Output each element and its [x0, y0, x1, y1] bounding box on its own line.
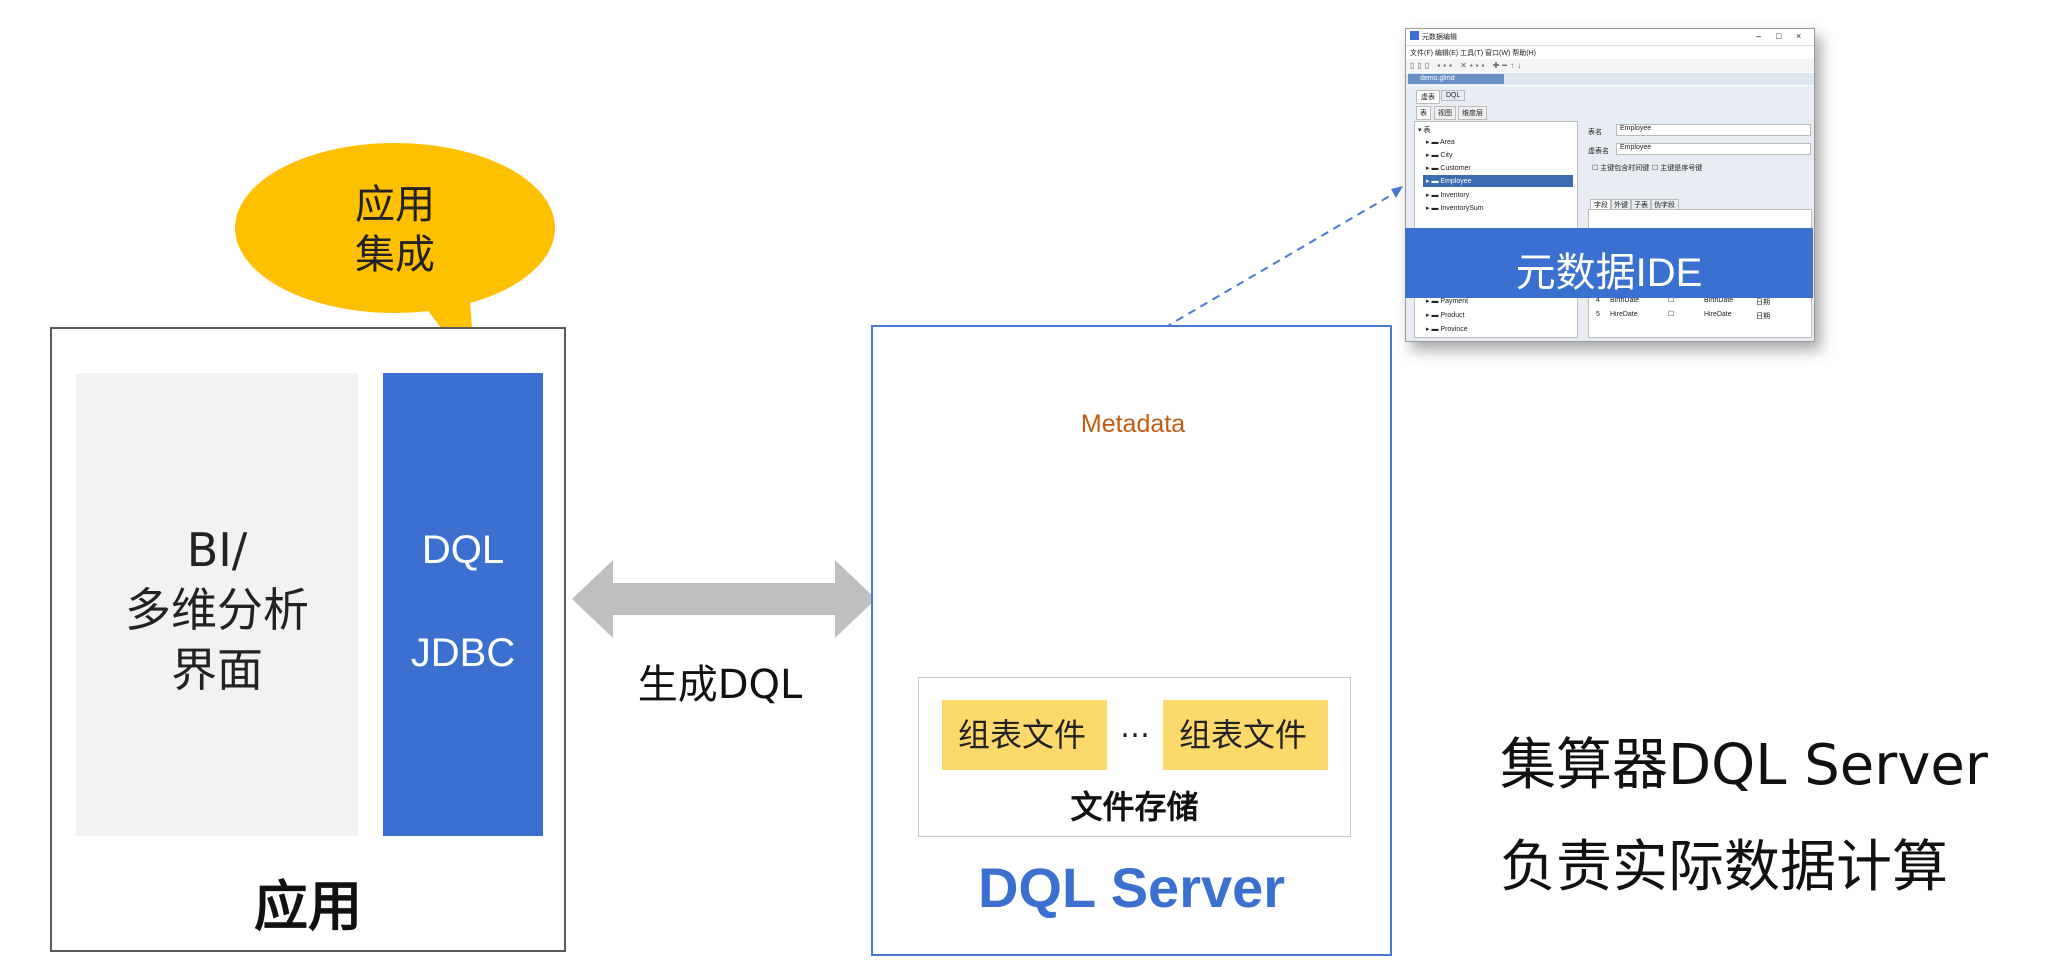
- tree-item[interactable]: ▸ ▬ Customer: [1426, 165, 1471, 172]
- toolbar-icons[interactable]: ▯▯▯ ▪▪▪ ✕▪▪▪ ✚━↑↓: [1410, 61, 1525, 70]
- tab-virtual-table[interactable]: 虚表: [1416, 90, 1440, 104]
- tree-item[interactable]: ▸ ▬ Product: [1426, 312, 1465, 319]
- tree-item-label: InventorySum: [1440, 205, 1484, 212]
- bi-line-1: BI/: [186, 523, 248, 577]
- ide-banner: [1405, 228, 1813, 298]
- grid-row-field[interactable]: HireDate: [1610, 311, 1638, 318]
- checkbox-label: 主键是序号键: [1660, 165, 1703, 172]
- subtab-dimension[interactable]: 维度层: [1458, 106, 1487, 120]
- jdbc-panel: [383, 373, 543, 836]
- tree-item[interactable]: ▸ ▬ Inventory: [1426, 192, 1470, 199]
- close-icon[interactable]: ×: [1796, 31, 1802, 41]
- tree-item-label: Employee: [1440, 178, 1472, 185]
- grid-row-name[interactable]: BirthDate: [1704, 297, 1734, 304]
- bi-panel: [76, 373, 358, 836]
- grid-row-num: 5: [1596, 311, 1600, 318]
- grid-row-type[interactable]: 日期: [1756, 313, 1770, 320]
- tree-item-label: Product: [1440, 312, 1465, 319]
- tree-item-label: Payment: [1440, 298, 1469, 305]
- tree-item-selected[interactable]: ▸ ▬ Employee: [1426, 178, 1472, 185]
- table-file-note: [1163, 700, 1328, 770]
- file-tab[interactable]: [1408, 74, 1504, 84]
- dashed-link-arrow: [1136, 186, 1403, 345]
- tree-item-label: City: [1440, 152, 1453, 159]
- table-file-label: 组表文件: [1178, 716, 1307, 754]
- subtab-view[interactable]: 视图: [1434, 106, 1456, 120]
- description-line-1: 集算器DQL Server: [1500, 733, 1988, 798]
- tab-dql[interactable]: DQL: [1441, 90, 1466, 101]
- ellipsis: …: [1120, 710, 1150, 745]
- metadata-label: Metadata: [1080, 410, 1186, 438]
- description-line-2: 负责实际数据计算: [1500, 835, 1948, 900]
- tree-item[interactable]: ▸ ▬ Payment: [1426, 298, 1469, 305]
- tree-item-label: Province: [1440, 326, 1468, 333]
- grid-row-name[interactable]: HireDate: [1704, 311, 1732, 318]
- tree-item-label: Inventory: [1440, 192, 1470, 199]
- jdbc-panel-dql: DQL: [421, 528, 505, 572]
- checkbox-time-key[interactable]: ☐ 主键包含时间键: [1592, 165, 1650, 172]
- jdbc-panel-jdbc: JDBC: [410, 631, 516, 675]
- tree-selection: [1423, 175, 1573, 187]
- ide-toolbar[interactable]: ▯▯▯ ▪▪▪ ✕▪▪▪ ✚━↑↓: [1406, 59, 1814, 72]
- bi-line-3: 界面: [171, 643, 263, 697]
- app-icon: [1410, 31, 1419, 40]
- tree-item-label: Area: [1440, 139, 1455, 146]
- table-name-label: 表名: [1588, 129, 1602, 136]
- ide-file-tabbar: demo.glmd: [1406, 73, 1814, 85]
- tree-item[interactable]: ▸ ▬ Province: [1426, 326, 1468, 333]
- dql-server-box: [871, 325, 1392, 956]
- virtual-name-label: 虚表名: [1588, 148, 1609, 155]
- tree-item[interactable]: ▸ ▬ InventorySum: [1426, 205, 1484, 212]
- tree-item[interactable]: ▸ ▬ Area: [1426, 139, 1455, 146]
- bubble-line-2: 集成: [355, 232, 435, 278]
- table-name-input[interactable]: Employee: [1616, 124, 1811, 136]
- grid-row-type[interactable]: 日期: [1756, 299, 1770, 306]
- table-file-label: 组表文件: [957, 716, 1086, 754]
- ide-title: 元数据编辑: [1422, 34, 1457, 41]
- generate-dql-label: 生成DQL: [637, 662, 803, 708]
- maximize-icon[interactable]: □: [1776, 31, 1782, 41]
- grid-row-field[interactable]: BirthDate: [1610, 297, 1640, 304]
- tree-item[interactable]: ▸ ▬ City: [1426, 152, 1453, 159]
- ide-titlebar: 元数据编辑 – □ ×: [1406, 29, 1814, 46]
- bubble-line-1: 应用: [355, 182, 435, 228]
- tree-root[interactable]: ▾ 表: [1418, 127, 1431, 134]
- file-tab-label: demo.glmd: [1420, 75, 1455, 82]
- table-file-note: [942, 700, 1107, 770]
- ide-menu[interactable]: 文件(F) 编辑(E) 工具(T) 窗口(W) 帮助(H): [1410, 50, 1536, 57]
- application-label: 应用: [254, 875, 362, 938]
- bubble-label: 应用 集成: [300, 180, 490, 280]
- minimize-icon[interactable]: –: [1756, 31, 1762, 41]
- tree-item-label: Customer: [1440, 165, 1471, 172]
- virtual-name-select[interactable]: Employee: [1616, 143, 1811, 155]
- ide-menubar[interactable]: 文件(F) 编辑(E) 工具(T) 窗口(W) 帮助(H): [1406, 46, 1814, 58]
- bi-panel-label: BI/ 多维分析 界面: [76, 520, 358, 700]
- subtab-table[interactable]: 表: [1416, 106, 1431, 120]
- ide-banner-label: 元数据IDE: [1515, 251, 1703, 295]
- bi-line-2: 多维分析: [125, 583, 309, 637]
- grid-row-checkbox[interactable]: ☐: [1668, 311, 1675, 318]
- grid-row-num: 4: [1596, 297, 1600, 304]
- file-storage-label: 文件存储: [1070, 788, 1199, 826]
- tree-root-label: 表: [1423, 127, 1431, 134]
- checkbox-label: 主键包含时间键: [1600, 165, 1650, 172]
- dql-server-label: DQL Server: [977, 856, 1286, 919]
- grid-row-checkbox[interactable]: ☐: [1668, 297, 1675, 304]
- checkbox-seq-key[interactable]: ☐ 主键是序号键: [1652, 165, 1703, 172]
- double-arrow: [572, 560, 876, 638]
